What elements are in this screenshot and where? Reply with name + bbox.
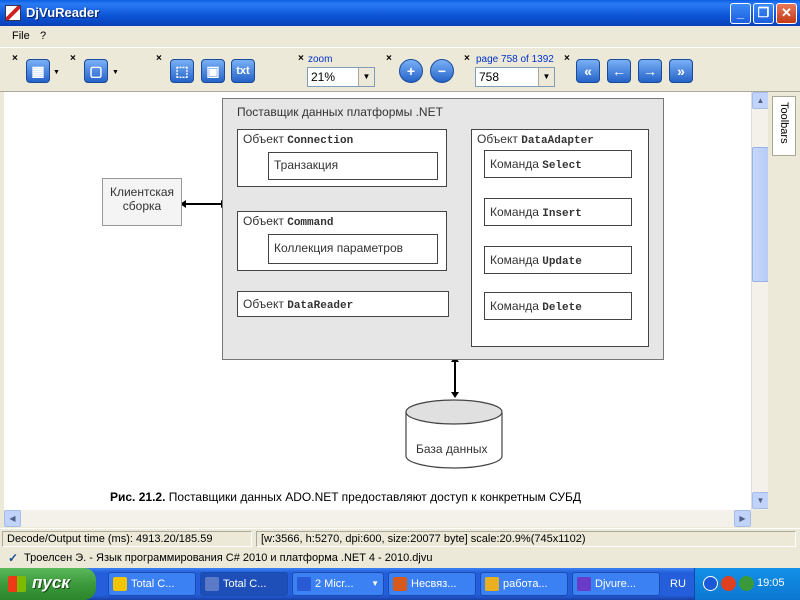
zoom-select[interactable]: 21% ▼ <box>307 67 375 87</box>
toolbar-close-icon[interactable]: × <box>564 53 570 64</box>
scroll-thumb[interactable] <box>752 147 769 282</box>
zoom-out-icon[interactable]: − <box>430 59 454 83</box>
zoom-label: zoom <box>308 54 333 65</box>
horizontal-scrollbar[interactable]: ◀ ▶ <box>4 510 751 527</box>
toolbar: × ▦ ▼ × ▢ ▼ × ⬚ ▣ txt × zoom 21% ▼ × + −… <box>0 49 800 92</box>
disk-icon <box>205 577 219 591</box>
folder-icon <box>113 577 127 591</box>
start-button[interactable]: пуск <box>0 568 96 600</box>
last-page-icon[interactable]: » <box>669 59 693 83</box>
insert-command-box: Команда Insert <box>484 198 632 226</box>
word-icon <box>297 577 311 591</box>
layout-icon[interactable]: ▦ <box>26 59 50 83</box>
check-icon: ✓ <box>8 551 19 565</box>
toolbar-close-icon[interactable]: × <box>156 53 162 64</box>
close-button[interactable]: ✕ <box>776 3 797 24</box>
toolbar-close-icon[interactable]: × <box>298 53 304 64</box>
chevron-down-icon[interactable]: ▼ <box>53 69 60 76</box>
document-page: Клиентская сборка Поставщик данных платф… <box>10 92 760 510</box>
toolbar-close-icon[interactable]: × <box>386 53 392 64</box>
database-cylinder <box>405 412 503 469</box>
figure-caption: Рис. 21.2. Поставщики данных ADO.NET пре… <box>110 490 581 504</box>
parameters-box: Коллекция параметров <box>268 234 438 264</box>
provider-title: Поставщик данных платформы .NET <box>237 105 443 119</box>
next-page-icon[interactable]: → <box>638 59 662 83</box>
paint-icon <box>485 577 499 591</box>
scroll-up-icon[interactable]: ▲ <box>752 92 769 109</box>
window-title: DjVuReader <box>26 5 100 20</box>
file-tab-bar: ✓ Троелсен Э. - Язык программирования C#… <box>0 548 800 568</box>
select-region-icon[interactable]: ⬚ <box>170 59 194 83</box>
windows-logo-icon <box>8 576 26 592</box>
side-panel: Toolbars <box>768 92 800 527</box>
prev-page-icon[interactable]: ← <box>607 59 631 83</box>
tray-app-icon[interactable] <box>721 576 736 591</box>
text-mode-button[interactable]: txt <box>231 59 255 83</box>
scroll-right-icon[interactable]: ▶ <box>734 510 751 527</box>
menu-file[interactable]: File <box>12 30 30 42</box>
taskbar-item[interactable]: Djvure... <box>572 572 660 596</box>
dataadapter-object-box: Объект DataAdapter Команда Select Команд… <box>471 129 649 347</box>
toolbar-close-icon[interactable]: × <box>70 53 76 64</box>
scroll-left-icon[interactable]: ◀ <box>4 510 21 527</box>
menu-bar: File ? <box>0 26 800 48</box>
page-label: page 758 of 1392 <box>476 54 554 65</box>
toolbars-tab[interactable]: Toolbars <box>772 96 796 156</box>
chevron-down-icon[interactable]: ▼ <box>112 69 119 76</box>
zoom-value: 21% <box>311 70 336 84</box>
butterfly-icon <box>393 577 407 591</box>
page-select[interactable]: 758 ▼ <box>475 67 555 87</box>
taskbar-item[interactable]: Total C... <box>200 572 288 596</box>
zoom-in-icon[interactable]: + <box>399 59 423 83</box>
toolbar-close-icon[interactable]: × <box>12 53 18 64</box>
command-object-box: Объект Command Коллекция параметров <box>237 211 447 271</box>
taskbar: пуск Total C... Total C... 2 Micr... ▼ Н… <box>0 568 800 600</box>
title-bar: DjVuReader _ ❐ ✕ <box>0 0 800 26</box>
chevron-down-icon[interactable]: ▼ <box>358 68 374 86</box>
page-value: 758 <box>479 70 500 84</box>
minimize-button[interactable]: _ <box>730 3 751 24</box>
page-info-status: [w:3566, h:5270, dpi:600, size:20077 byt… <box>256 531 796 547</box>
transaction-box: Транзакция <box>268 152 438 180</box>
image-icon[interactable]: ▣ <box>201 59 225 83</box>
first-page-icon[interactable]: « <box>576 59 600 83</box>
chevron-down-icon: ▼ <box>371 579 379 588</box>
provider-box: Поставщик данных платформы .NET Объект C… <box>222 98 664 360</box>
decode-time-status: Decode/Output time (ms): 4913.20/185.59 <box>2 531 252 547</box>
diagram-arrows <box>180 200 503 469</box>
tray-back-icon[interactable] <box>703 576 718 591</box>
language-indicator[interactable]: RU <box>670 578 686 590</box>
status-bar: Decode/Output time (ms): 4913.20/185.59 … <box>0 528 800 548</box>
document-viewport[interactable]: Клиентская сборка Поставщик данных платф… <box>0 92 768 510</box>
open-file-tab[interactable]: Троелсен Э. - Язык программирования C# 2… <box>24 552 433 564</box>
delete-command-box: Команда Delete <box>484 292 632 320</box>
taskbar-item[interactable]: Total C... <box>108 572 196 596</box>
datareader-object-box: Объект DataReader <box>237 291 449 317</box>
maximize-button[interactable]: ❐ <box>753 3 774 24</box>
app-icon <box>5 5 21 21</box>
scroll-down-icon[interactable]: ▼ <box>752 492 769 509</box>
client-assembly-box: Клиентская сборка <box>102 178 182 226</box>
taskbar-item[interactable]: 2 Micr... ▼ <box>292 572 384 596</box>
djvu-icon <box>577 577 591 591</box>
vertical-scrollbar[interactable]: ▲ ▼ <box>751 92 769 510</box>
toolbar-close-icon[interactable]: × <box>464 53 470 64</box>
clock: 19:05 <box>757 577 785 589</box>
tray-network-icon[interactable] <box>739 576 754 591</box>
chevron-down-icon[interactable]: ▼ <box>538 68 554 86</box>
system-tray: 19:05 <box>694 568 800 600</box>
taskbar-item[interactable]: работа... <box>480 572 568 596</box>
menu-help[interactable]: ? <box>40 30 47 42</box>
connection-object-box: Объект Connection Транзакция <box>237 129 447 187</box>
update-command-box: Команда Update <box>484 246 632 274</box>
database-label: База данных <box>416 442 488 456</box>
select-command-box: Команда Select <box>484 150 632 178</box>
taskbar-item[interactable]: Несвяз... <box>388 572 476 596</box>
page-icon[interactable]: ▢ <box>84 59 108 83</box>
